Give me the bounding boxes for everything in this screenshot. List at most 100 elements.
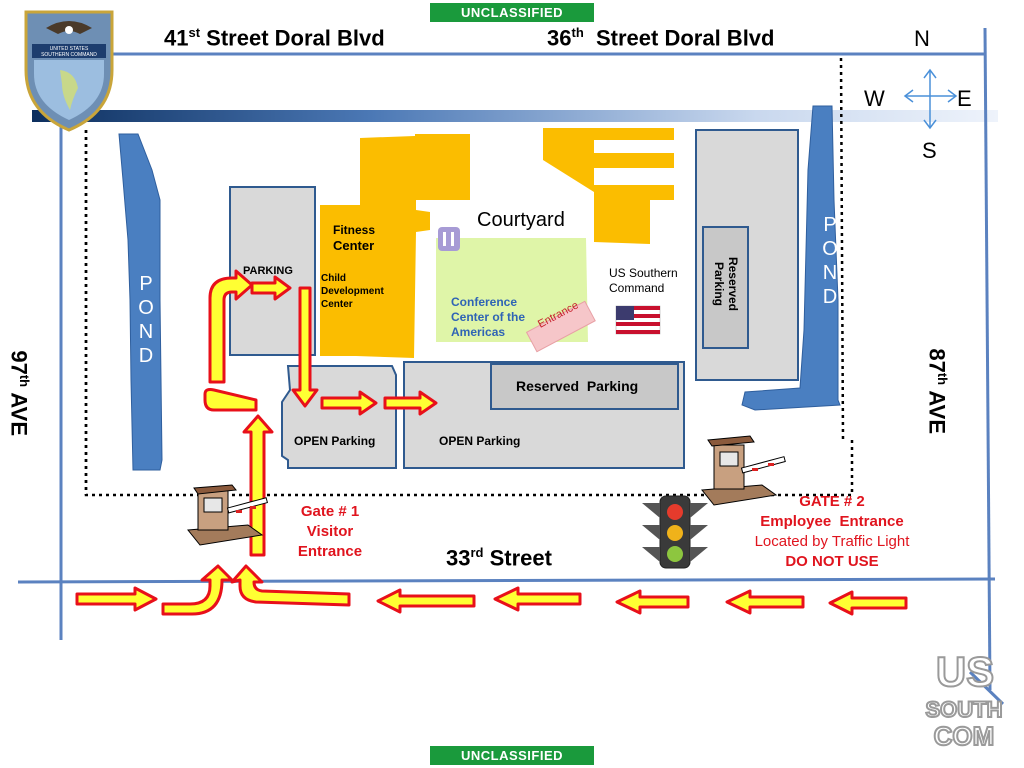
pond-west-letter-3: N — [138, 321, 154, 343]
conference-center-label: Conference Center of the Americas — [451, 295, 525, 340]
seal-text-line1: UNITED STATES — [49, 46, 89, 52]
pond-east-letter-4: D — [822, 286, 838, 308]
street-36th-num: 36 — [547, 25, 572, 51]
entrance-tag — [525, 300, 596, 353]
arrow-33rd-5 — [376, 588, 476, 614]
gate2-line4: DO NOT USE — [785, 553, 879, 570]
compass-west: W — [864, 86, 885, 111]
compass-south: S — [922, 138, 937, 163]
pond-west-letter-1: P — [139, 273, 153, 295]
southcom-logo-icon — [968, 670, 1005, 706]
classification-banner-bottom: UNCLASSIFIED — [430, 746, 594, 765]
fitness-center-line1: Fitness — [333, 223, 376, 237]
arrow-open-parking-1 — [320, 390, 378, 416]
avenue-87th: 87th AVE — [924, 348, 950, 434]
dining-icon — [438, 227, 460, 251]
hq-label: US Southern Command — [609, 266, 678, 296]
pond-east-label: P O N D — [819, 213, 841, 309]
courtyard-wedge — [586, 238, 588, 342]
reserved-parking-vertical-label: Reserved Parking — [712, 224, 740, 344]
child-development-line3: Center — [321, 299, 353, 310]
arrow-33rd-2 — [725, 589, 805, 615]
courtyard-label: Courtyard — [477, 209, 565, 231]
open-parking-1-label: OPEN Parking — [294, 434, 376, 448]
southcom-seal-icon — [24, 10, 114, 132]
logo-us: US — [935, 648, 995, 695]
gate-booth-icon-2 — [701, 435, 786, 506]
street-36th-name: Street Doral Blvd — [583, 25, 775, 51]
arrow-turn-into-gate — [230, 564, 351, 607]
road-south — [17, 577, 996, 584]
fitness-center-line2: Center — [333, 238, 375, 253]
arrow-turn-left-into-gate — [161, 564, 234, 616]
gate2-line1: GATE # 2 — [799, 493, 865, 510]
avenue-87th-num: 87 — [924, 348, 950, 373]
arrow-into-parking — [250, 275, 292, 301]
pond-east-letter-3: N — [822, 262, 838, 284]
hq-label-line1: US Southern — [609, 266, 678, 280]
compass-icon — [903, 68, 958, 130]
avenue-87th-sup: th — [935, 372, 950, 386]
classification-banner-top: UNCLASSIFIED — [430, 3, 594, 22]
gate-booth-icon-1 — [187, 484, 269, 546]
conference-center-line3: Americas — [451, 325, 506, 339]
pond-west — [118, 133, 163, 471]
avenue-97th-sup: th — [17, 374, 32, 388]
street-41st-sup: st — [188, 25, 201, 40]
arrow-33rd-1 — [828, 590, 908, 616]
child-development-line1: Child — [321, 273, 346, 284]
street-33rd-name: Street — [483, 545, 552, 571]
arrow-up-left — [208, 269, 254, 384]
street-41st: 41st Street Doral Blvd — [164, 25, 385, 51]
gate1-label: Gate # 1 Visitor Entrance — [280, 502, 380, 562]
header-band — [32, 110, 998, 122]
avenue-97th-name: AVE — [6, 387, 32, 436]
arrow-gate1-north — [242, 414, 274, 557]
street-41st-name: Street Doral Blvd — [200, 25, 385, 51]
gate2-line2: Employee Entrance — [760, 513, 904, 530]
avenue-97th: 97th AVE — [6, 350, 32, 436]
roads — [17, 27, 996, 691]
pond-west-letter-4: D — [138, 345, 154, 367]
reserved-parking-vertical-line1: Reserved — [726, 256, 740, 312]
gate2-label: GATE # 2 Employee Entrance Located by Tr… — [736, 492, 928, 572]
avenue-97th-num: 97 — [6, 350, 32, 375]
pond-west-letter-2: O — [138, 297, 154, 319]
street-36th-sup: th — [571, 25, 584, 40]
reserved-parking-vertical-line2: Parking — [712, 261, 726, 306]
street-41st-num: 41 — [164, 25, 189, 51]
street-33rd-sup: rd — [470, 545, 484, 560]
conference-center-line2: Center of the — [451, 310, 526, 324]
seal-text-line2: SOUTHERN COMMAND — [41, 52, 97, 58]
gate1-line3: Entrance — [297, 543, 363, 560]
compass-north: N — [914, 26, 930, 51]
gate1-line2: Visitor — [306, 523, 354, 540]
fitness-center-label: Fitness Center — [333, 222, 375, 254]
lot-reserved-vertical — [702, 226, 749, 349]
pond-west-label: P O N D — [135, 272, 157, 368]
hq-label-line2: Command — [609, 281, 665, 295]
gate2-line3: Located by Traffic Light — [754, 533, 910, 550]
seal-text: UNITED STATES SOUTHERN COMMAND — [36, 46, 102, 58]
arrow-33rd-4 — [493, 586, 582, 612]
arrow-open-parking-2 — [383, 390, 438, 416]
compass-east: E — [957, 86, 972, 111]
pond-east-letter-2: O — [822, 238, 838, 260]
open-parking-2-label: OPEN Parking — [439, 434, 521, 448]
street-33rd: 33rd Street — [446, 545, 552, 571]
arrow-enter-from-west — [75, 586, 158, 612]
pond-east-letter-1: P — [823, 214, 837, 236]
parking-west-label: PARKING — [243, 265, 293, 277]
road-east — [983, 27, 992, 691]
buildings — [320, 128, 674, 358]
child-development-line2: Development — [321, 286, 384, 297]
route-arrows — [75, 269, 908, 616]
pond-east — [741, 105, 841, 411]
logo-com: COM — [933, 721, 996, 751]
traffic-light-icon — [642, 495, 708, 569]
street-36th: 36th Street Doral Blvd — [547, 25, 774, 51]
us-flag-icon — [615, 305, 661, 335]
child-development-label: Child Development Center — [321, 272, 384, 311]
building-headquarters-east — [543, 128, 674, 244]
